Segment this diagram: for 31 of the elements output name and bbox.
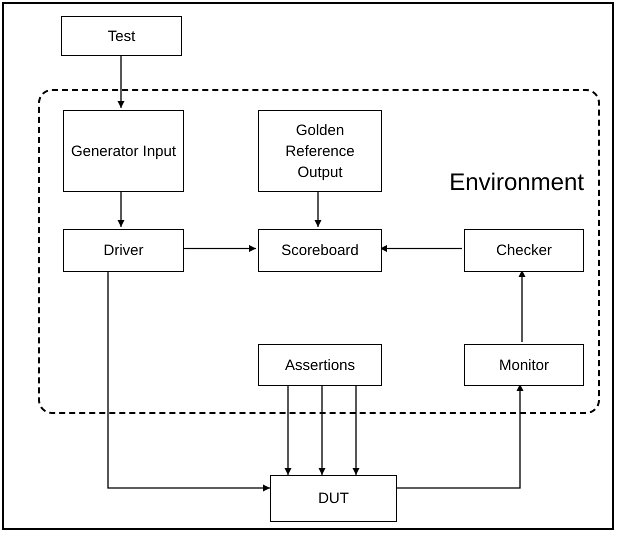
process-box [464,344,584,386]
box-label: Scoreboard [281,241,359,261]
arrow [118,190,124,227]
box-label: Golden Reference Output [284,120,356,182]
arrow [352,384,360,475]
box-label: DUT [318,489,349,509]
box-label: Driver [104,241,144,261]
environment-region [38,89,600,414]
process-box [258,229,382,272]
box-label: Test [108,26,136,46]
arrow [397,384,524,489]
process-box [270,475,397,522]
process-box [258,110,382,192]
arrow [118,56,124,108]
arrow [284,384,292,475]
process-box [63,110,184,192]
region-label: Environment [449,171,584,195]
arrow [107,270,270,492]
box-label: Assertions [284,356,356,376]
arrow [182,245,256,252]
arrow [314,190,322,227]
process-box [464,229,584,272]
process-box [61,16,182,56]
box-label: Generator Input [70,142,176,162]
arrow [318,384,326,475]
arrow [380,245,462,252]
process-box [258,344,382,386]
box-label: Monitor [498,356,550,376]
process-box [63,229,184,272]
box-label: Checker [496,241,552,261]
arrow [518,270,526,342]
